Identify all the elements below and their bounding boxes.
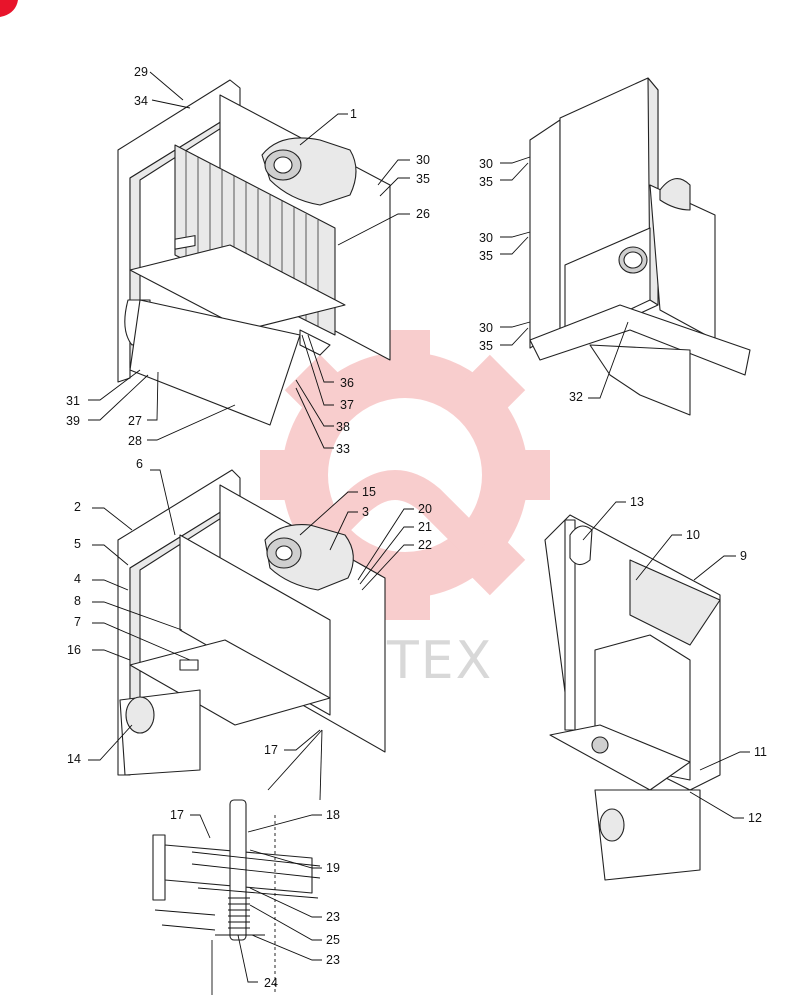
callout-17-middle: 17 [264,743,278,757]
inner-plate [629,559,721,646]
callout-33: 33 [336,442,350,456]
callout-35-right-c: 35 [479,339,493,353]
leader-lines-top-right [500,156,629,399]
callout-34: 34 [134,94,148,108]
assembly-view-top-right [529,77,751,416]
callout-6: 6 [136,457,143,471]
callout-10: 10 [686,528,700,542]
callout-22: 22 [418,538,432,552]
callout-4: 4 [74,572,81,586]
callout-30: 30 [416,153,430,167]
drip-tray [129,299,301,426]
latch-detail [152,799,321,995]
assembly-view-top-left [117,79,391,426]
callout-19: 19 [326,861,340,875]
callout-14: 14 [67,752,81,766]
callout-38: 38 [336,420,350,434]
side-frame-right [529,119,561,349]
callout-26: 26 [416,207,430,221]
callout-3: 3 [362,505,369,519]
callout-30-right-b: 30 [479,231,493,245]
callout-24: 24 [264,976,278,990]
callout-5: 5 [74,537,81,551]
callout-36: 36 [340,376,354,390]
callout-23-b: 23 [326,953,340,967]
corner-brand-mark [0,0,18,17]
callout-18: 18 [326,808,340,822]
callout-37: 37 [340,398,354,412]
callout-16: 16 [67,643,81,657]
leader-lines-middle-left [88,469,414,801]
callout-31: 31 [66,394,80,408]
callout-11: 11 [754,745,767,759]
callout-35-right-b: 35 [479,249,493,263]
callout-8: 8 [74,594,81,608]
leader-lines-latch [190,814,322,983]
callout-30-right-a: 30 [479,157,493,171]
callout-27: 27 [128,414,142,428]
callout-39: 39 [66,414,80,428]
callout-23-a: 23 [326,910,340,924]
assembly-view-middle-right [544,514,721,881]
callout-12: 12 [748,811,762,825]
callout-7: 7 [74,615,81,629]
leader-lines-top-left [88,71,410,449]
callout-2: 2 [74,500,81,514]
callout-35: 35 [416,172,430,186]
callout-25: 25 [326,933,340,947]
callout-15: 15 [362,485,376,499]
callout-9: 9 [740,549,747,563]
callout-30-right-c: 30 [479,321,493,335]
callout-35-right-a: 35 [479,175,493,189]
ash-tray-right [529,304,751,376]
callout-1: 1 [350,107,357,121]
callout-13: 13 [630,495,644,509]
callout-32: 32 [569,390,583,404]
callout-21: 21 [418,520,432,534]
callout-17-latch: 17 [170,808,184,822]
burner-shelf [129,244,346,331]
callout-28: 28 [128,434,142,448]
assembly-view-middle-left [117,469,386,776]
callout-20: 20 [418,502,432,516]
callout-29: 29 [134,65,148,79]
callout-labels: 29 34 1 30 35 26 36 37 38 33 31 39 27 28… [66,65,767,990]
leader-lines-middle-right [582,501,750,819]
